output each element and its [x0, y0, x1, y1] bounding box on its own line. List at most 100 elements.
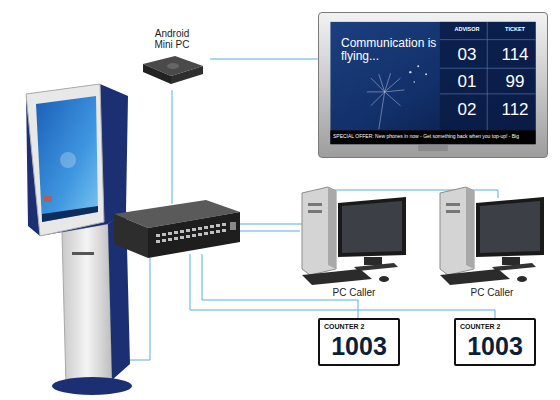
- pc-illustration: [502, 257, 520, 265]
- tv-screen: [367, 91, 385, 92]
- kiosk-illustration: [72, 252, 94, 255]
- table-cell: 112: [495, 101, 535, 120]
- table-cell: 99: [495, 73, 535, 92]
- tv-screen: [385, 73, 391, 92]
- kiosk-illustration: [60, 152, 76, 168]
- network-wire: [240, 190, 498, 224]
- ticker-text: SPECIAL OFFER: New phones in now - Get s…: [333, 134, 537, 140]
- network-switch: [198, 227, 202, 230]
- counter-display: COUNTER 21003: [454, 318, 536, 366]
- pc-caller-node: PC Caller: [436, 183, 548, 303]
- network-switch: [168, 238, 172, 241]
- kiosk-illustration: [42, 206, 98, 222]
- tv-screen: [440, 39, 536, 40]
- screen-heading: Communication is flying...: [341, 37, 441, 63]
- pc-illustration: [308, 203, 322, 206]
- counter-display: COUNTER 21003: [318, 318, 400, 366]
- network-switch: [210, 225, 214, 228]
- pc-illustration: [298, 183, 410, 303]
- pc-illustration: [466, 187, 474, 269]
- device-label: PC Caller: [436, 287, 548, 298]
- network-switch: [216, 224, 220, 227]
- network-switch: [168, 232, 172, 235]
- pc-illustration: [302, 269, 372, 285]
- network-switch: [148, 212, 240, 258]
- network-switch: [216, 230, 220, 233]
- network-switch: [192, 234, 196, 237]
- pc-caller-node: PC Caller: [298, 183, 410, 303]
- tv-screen: [440, 93, 536, 94]
- mini-pc-device: [143, 56, 203, 76]
- mini-pc-device: [135, 28, 210, 90]
- tv-screen: [330, 22, 535, 144]
- network-switch: [186, 229, 190, 232]
- pc-illustration: [440, 187, 474, 275]
- pc-illustration: [446, 203, 460, 206]
- table-header: TICKET: [495, 26, 535, 32]
- network-wire: [202, 254, 358, 318]
- network-switch: [114, 214, 148, 258]
- network-switch: [186, 235, 190, 238]
- mini-pc-node: Android Mini PC: [135, 28, 210, 90]
- ticket-number: 1003: [320, 333, 398, 361]
- network-switch: [180, 230, 184, 233]
- table-cell: 03: [447, 46, 487, 65]
- table-cell: 01: [447, 73, 487, 92]
- table-cell: 02: [447, 101, 487, 120]
- pc-illustration: [492, 263, 536, 271]
- pc-illustration: [440, 269, 510, 285]
- mini-pc-device: [171, 66, 203, 84]
- device-label: PC Caller: [298, 287, 410, 298]
- tv-screen: [330, 130, 535, 144]
- network-wire: [172, 90, 173, 204]
- network-connector: [210, 59, 318, 60]
- tv-screen: [319, 13, 547, 157]
- mini-pc-device: [167, 63, 179, 69]
- display-screen-node: Communication is flying...ADVISORTICKET0…: [318, 12, 548, 158]
- network-switch: [204, 232, 208, 235]
- network-switch: [156, 223, 226, 243]
- tv-screen: [379, 74, 385, 92]
- tv-screen: [371, 78, 385, 92]
- network-switch: [162, 233, 166, 236]
- tv-screen: [440, 68, 536, 69]
- kiosk-illustration: [52, 377, 132, 395]
- tv-screen: [379, 92, 385, 129]
- network-wire: [126, 90, 498, 360]
- tv-screen: [385, 90, 405, 92]
- pc-illustration: [364, 257, 382, 265]
- network-switch: [114, 200, 240, 258]
- tv-screen: [487, 22, 488, 130]
- tv-screen: [385, 78, 401, 92]
- pc-illustration: [342, 201, 402, 253]
- pc-illustration: [436, 183, 548, 303]
- network-switch: [198, 233, 202, 236]
- tv-screen: [385, 92, 401, 106]
- pc-illustration: [379, 276, 389, 282]
- tv-screen: [418, 145, 448, 151]
- pc-illustration: [476, 197, 544, 257]
- network-wire: [240, 231, 300, 232]
- network-switch: [222, 223, 226, 226]
- network-switch: [162, 239, 166, 242]
- network-wire: [190, 254, 495, 318]
- kiosk-illustration: [62, 224, 112, 386]
- pc-illustration: [308, 210, 322, 213]
- tv-screen: [417, 65, 419, 67]
- network-wire: [126, 252, 150, 360]
- network-switch: [156, 240, 160, 243]
- kiosk-illustration: [26, 84, 104, 236]
- network-switch: [210, 231, 214, 234]
- kiosk-illustration: [26, 84, 132, 395]
- network-switch: [114, 200, 240, 228]
- pc-illustration: [328, 187, 336, 269]
- tv-screen: [425, 73, 427, 75]
- kiosk-illustration: [26, 84, 128, 236]
- network-switch: [222, 229, 226, 232]
- kiosk-illustration: [36, 96, 98, 222]
- pc-illustration: [446, 210, 460, 213]
- tv-screen: [409, 65, 427, 83]
- pc-illustration: [302, 187, 336, 275]
